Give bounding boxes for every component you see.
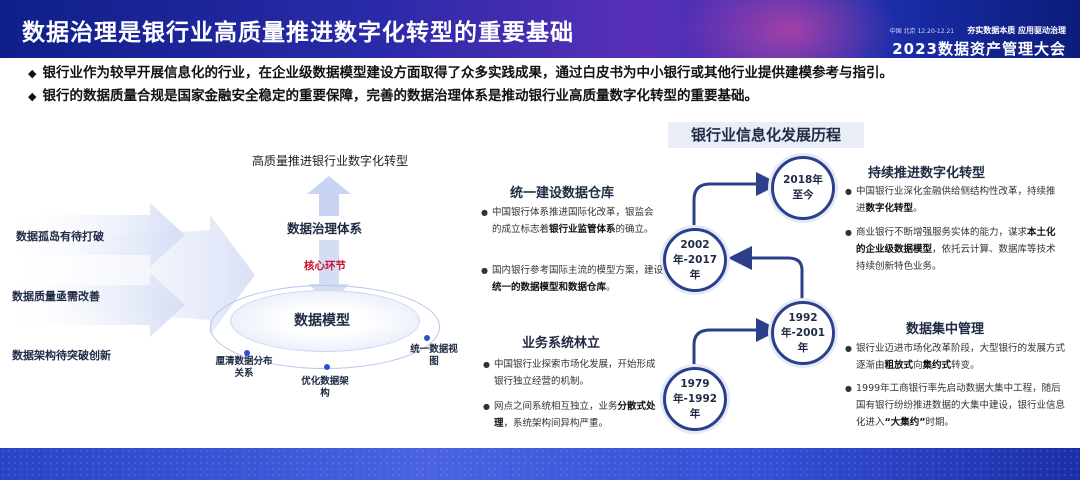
centralized-item-2: ●1999年工商银行率先启动数据大集中工程，随后国有银行纷纷推进数据的大集中建设… — [856, 380, 1066, 431]
item-bold-text: 数字化转型 — [866, 203, 914, 214]
timeline-node-label: 2002年-2017年 — [673, 238, 717, 283]
bullet-dot-icon: ● — [845, 340, 852, 357]
warehouse-item-2: ●国内银行参考国际主流的模型方案，建设统一的数据模型和数据仓库。 — [492, 262, 664, 296]
bullet-dot-icon: ● — [483, 398, 490, 415]
goal-label: 高质量推进银行业数字化转型 — [252, 152, 408, 169]
timeline-title: 银行业信息化发展历程 — [668, 122, 864, 148]
block-title-warehouse: 统一建设数据仓库 — [510, 182, 614, 201]
governance-system-label: 数据治理体系 — [287, 218, 362, 237]
up-arrow-icon — [307, 176, 351, 216]
ring-item-architecture: 优化数据架构 — [300, 376, 350, 400]
item-text: 。 — [606, 282, 616, 293]
event-slogan: 夯实数据本质 应用驱动治理 — [967, 25, 1066, 36]
transformation-item-2: ●商业银行不断增强服务实体的能力，谋求本土化的企业级数据模型，依托云计算、数据库… — [856, 224, 1062, 275]
timeline-node-label: 1992年-2001年 — [781, 311, 825, 356]
item-bold-text: 银行业监管体系 — [549, 224, 616, 235]
footer-pattern — [0, 448, 1080, 480]
item-text: 时期。 — [926, 417, 955, 428]
data-model-label: 数据模型 — [294, 310, 350, 330]
timeline-node-1992: 1992年-2001年 — [771, 301, 835, 365]
item-text: 的确立。 — [616, 224, 654, 235]
block-title-centralized: 数据集中管理 — [906, 318, 984, 337]
page-title: 数据治理是银行业高质量推进数字化转型的重要基础 — [22, 13, 574, 47]
bullet-text: 银行业作为较早开展信息化的行业，在企业级数据模型建设方面取得了众多实践成果，通过… — [42, 65, 893, 81]
ring-item-unified-view: 统一数据视图 — [410, 344, 458, 368]
timeline-node-label: 2018年至今 — [783, 173, 823, 203]
silo-item-1: ●中国银行业探索市场化发展，开始形成银行独立经营的机制。 — [494, 356, 658, 390]
intro-bullets: ◆ 银行业作为较早开展信息化的行业，在企业级数据模型建设方面取得了众多实践成果，通… — [28, 62, 1068, 108]
diamond-bullet-icon: ◆ — [28, 67, 36, 80]
centralized-item-1: ●银行业迈进市场化改革阶段，大型银行的发展方式逐渐由粗放式向集约式转变。 — [856, 340, 1066, 374]
item-bold-text: “大集约” — [885, 417, 926, 428]
bullet-text: 银行的数据质量合规是国家金融安全稳定的重要保障，完善的数据治理体系是推动银行业高… — [42, 88, 758, 104]
bullet-dot-icon: ● — [483, 356, 490, 373]
block-title-silo-systems: 业务系统林立 — [522, 332, 600, 351]
item-text: 国内银行参考国际主流的模型方案，建设 — [492, 265, 663, 276]
input-label-silos: 数据孤岛有待打破 — [16, 228, 104, 244]
item-bold-text: 粗放式 — [885, 360, 914, 371]
item-bold-text: 集约式 — [923, 360, 952, 371]
item-text: 转变。 — [951, 360, 980, 371]
ring-node-dot — [424, 335, 430, 341]
item-bold-text: 统一的数据模型和数据仓库 — [492, 282, 606, 293]
intro-bullet-1: ◆ 银行业作为较早开展信息化的行业，在企业级数据模型建设方面取得了众多实践成果，通… — [28, 62, 1068, 85]
input-label-architecture: 数据架构待突破创新 — [12, 347, 111, 363]
bullet-dot-icon: ● — [481, 204, 488, 221]
event-brand: 中国 北京 12.20-12.21 夯实数据本质 应用驱动治理 2023数据资产… — [890, 18, 1066, 58]
ring-node-dot — [324, 364, 330, 370]
timeline-node-2018: 2018年至今 — [771, 156, 835, 220]
ring-item-distribution: 厘清数据分布关系 — [212, 356, 276, 380]
diamond-bullet-icon: ◆ — [28, 90, 36, 103]
bullet-dot-icon: ● — [481, 262, 488, 279]
item-text: ，系统架构间异构严重。 — [504, 418, 609, 429]
warehouse-item-1: ●中国银行体系推进国际化改革，银监会的成立标志着银行业监管体系的确立。 — [492, 204, 662, 238]
core-link-label: 核心环节 — [304, 258, 346, 273]
timeline-node-label: 1979年-1992年 — [673, 377, 717, 422]
transformation-item-1: ●中国银行业深化金融供给侧结构性改革，持续推进数字化转型。 — [856, 183, 1056, 217]
footer-band — [0, 448, 1080, 480]
timeline-node-1979: 1979年-1992年 — [663, 367, 727, 431]
item-text: 。 — [913, 203, 923, 214]
item-text: 向 — [913, 360, 923, 371]
event-date-location: 中国 北京 12.20-12.21 — [890, 26, 954, 35]
event-name: 2023数据资产管理大会 — [890, 38, 1066, 58]
intro-bullet-2: ◆ 银行的数据质量合规是国家金融安全稳定的重要保障，完善的数据治理体系是推动银行业… — [28, 85, 1068, 108]
bullet-dot-icon: ● — [845, 380, 852, 397]
header-banner: 数据治理是银行业高质量推进数字化转型的重要基础 中国 北京 12.20-12.2… — [0, 0, 1080, 58]
block-title-digital-transformation: 持续推进数字化转型 — [868, 162, 985, 181]
bullet-dot-icon: ● — [845, 224, 852, 241]
header-glow — [680, 0, 900, 58]
item-text: 中国银行业探索市场化发展，开始形成银行独立经营的机制。 — [494, 359, 656, 387]
input-label-quality: 数据质量亟需改善 — [12, 288, 100, 304]
item-text: 商业银行不断增强服务实体的能力，谋求 — [856, 227, 1027, 238]
item-text: 网点之间系统相互独立，业务 — [494, 401, 618, 412]
silo-item-2: ●网点之间系统相互独立，业务分散式处理，系统架构间异构严重。 — [494, 398, 658, 432]
timeline-node-2002: 2002年-2017年 — [663, 228, 727, 292]
bullet-dot-icon: ● — [845, 183, 852, 200]
